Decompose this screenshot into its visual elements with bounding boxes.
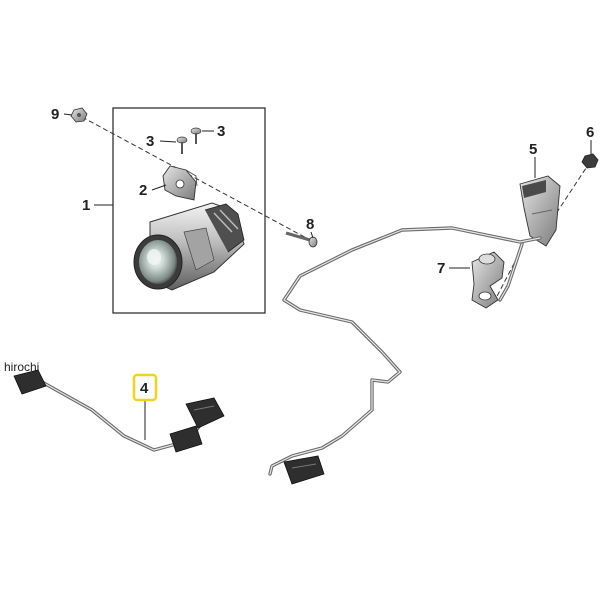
adapter-cable-icon[interactable] bbox=[13, 369, 225, 453]
selected-callout-highlight bbox=[132, 373, 158, 402]
callout-3[interactable]: 3 bbox=[217, 123, 225, 140]
connector-icon bbox=[283, 455, 325, 485]
leader-line bbox=[63, 113, 73, 116]
callout-1[interactable]: 1 bbox=[82, 197, 90, 214]
callout-6[interactable]: 6 bbox=[586, 124, 594, 141]
assembly-axis-line bbox=[81, 116, 313, 242]
assembly-frame bbox=[112, 107, 266, 314]
leader-line bbox=[310, 231, 314, 239]
screw-icon[interactable] bbox=[190, 127, 202, 144]
callout-9[interactable]: 9 bbox=[51, 106, 59, 123]
holder-bracket-icon[interactable] bbox=[519, 175, 561, 247]
screw-icon[interactable] bbox=[176, 136, 188, 154]
nut-icon[interactable] bbox=[581, 153, 599, 169]
callout-8[interactable]: 8 bbox=[306, 216, 314, 233]
callout-2[interactable]: 2 bbox=[139, 182, 147, 199]
callout-3[interactable]: 3 bbox=[146, 133, 154, 150]
callout-7[interactable]: 7 bbox=[437, 260, 445, 277]
watermark-text: hirochi bbox=[4, 360, 39, 374]
leader-line bbox=[159, 140, 177, 143]
auxiliary-light-icon[interactable] bbox=[133, 202, 245, 291]
nut-icon[interactable] bbox=[70, 107, 88, 123]
callout-4[interactable]: 4 bbox=[140, 380, 149, 397]
leader-line bbox=[151, 184, 167, 191]
clamp-icon[interactable] bbox=[471, 251, 505, 309]
callout-5[interactable]: 5 bbox=[529, 141, 537, 158]
wiring-harness-icon bbox=[268, 226, 542, 476]
mounting-bracket-icon[interactable] bbox=[162, 165, 198, 201]
